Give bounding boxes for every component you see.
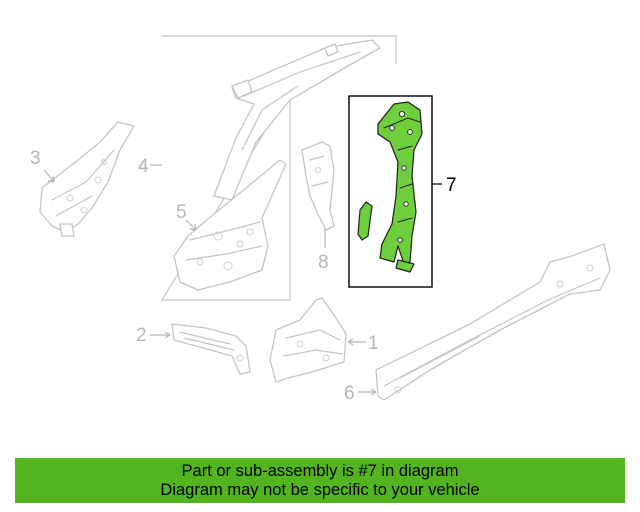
info-banner: Part or sub-assembly is #7 in diagram Di… xyxy=(15,458,625,503)
part-6-rocker xyxy=(375,243,611,401)
callout-7: 7 xyxy=(446,175,457,196)
callout-3: 3 xyxy=(30,148,41,169)
callout-5: 5 xyxy=(176,202,187,223)
part-7-highlight-frame xyxy=(348,95,433,288)
callout-4: 4 xyxy=(138,156,149,177)
callout-2: 2 xyxy=(136,325,147,346)
callout-8: 8 xyxy=(318,252,329,273)
banner-line-1: Part or sub-assembly is #7 in diagram xyxy=(181,461,459,480)
part-2-bracket xyxy=(171,323,251,375)
part-8-bracket xyxy=(301,141,335,231)
part-5-bracket xyxy=(173,159,287,291)
part-4-pillar xyxy=(213,39,381,201)
callout-6: 6 xyxy=(344,383,355,404)
part-3-panel xyxy=(39,121,135,237)
callout-1: 1 xyxy=(368,333,379,354)
part-7-reinforcement xyxy=(357,101,423,273)
part-1-panel xyxy=(269,297,347,383)
banner-line-2: Diagram may not be specific to your vehi… xyxy=(160,480,480,499)
